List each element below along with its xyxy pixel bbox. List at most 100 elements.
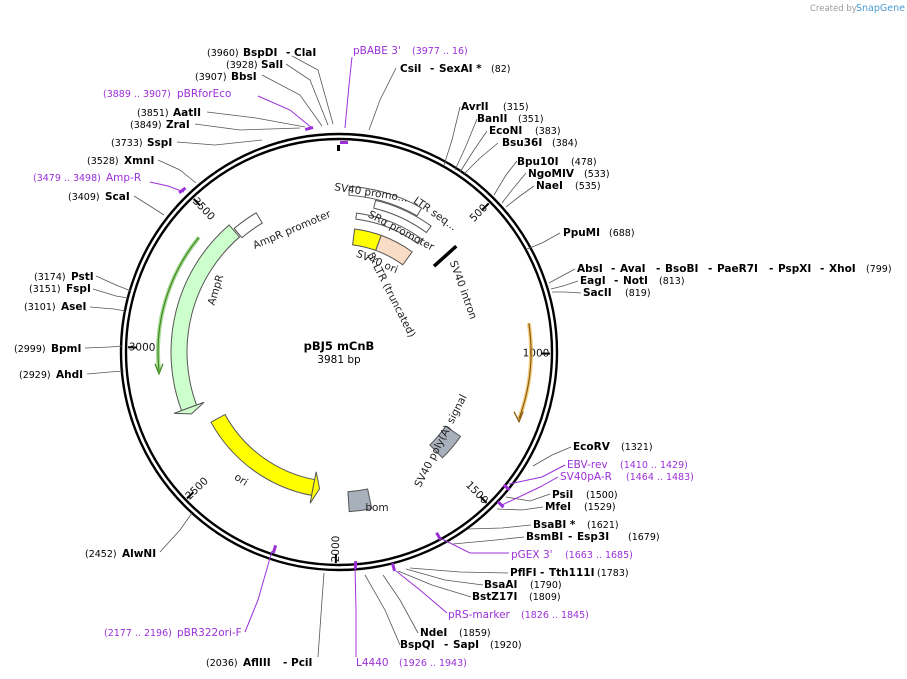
svg-text:-: -	[614, 275, 618, 287]
enzyme-name: ScaI	[105, 191, 130, 203]
svg-text:AvaI: AvaI	[620, 263, 646, 275]
svg-text:-: -	[286, 47, 290, 59]
svg-text:BsaAI: BsaAI	[484, 579, 517, 591]
svg-text:BsaBI *: BsaBI *	[533, 519, 576, 531]
tick-mark	[193, 198, 201, 207]
enzyme-name: PstI	[71, 271, 94, 283]
svg-text:EagI: EagI	[580, 275, 606, 287]
svg-text:-: -	[283, 657, 287, 669]
svg-text:-: -	[540, 567, 544, 579]
svg-text:-: -	[611, 263, 615, 275]
enzyme-name: BspDI	[243, 47, 277, 59]
orf-arc-line	[518, 323, 532, 419]
enzyme-name: SspI	[147, 137, 172, 149]
enzyme-pos: (3907)	[195, 72, 227, 83]
svg-text:(688): (688)	[609, 228, 635, 239]
tick-label: 1000	[523, 347, 550, 359]
svg-text:NdeI: NdeI	[420, 627, 447, 639]
svg-text:pBRforEco: pBRforEco	[177, 88, 231, 100]
tick-mark	[481, 202, 490, 211]
feature-bom	[347, 488, 373, 513]
svg-text:(533): (533)	[584, 169, 610, 180]
watermark-brand: SnapGene	[856, 3, 905, 14]
svg-text:Tth111I: Tth111I	[549, 567, 594, 579]
svg-text:EBV-rev: EBV-rev	[567, 459, 608, 471]
enzyme-pos: (82)	[491, 64, 511, 75]
feature-label: AmpR	[206, 273, 227, 307]
feature-label: ori	[232, 471, 250, 489]
svg-text:AbsI: AbsI	[577, 263, 603, 275]
watermark-prefix: Created by	[810, 4, 857, 14]
enzyme-name: AseI	[61, 301, 86, 313]
enzyme-pos: (3528)	[87, 156, 119, 167]
enzyme-pos: (3851)	[137, 108, 169, 119]
svg-text:XhoI: XhoI	[829, 263, 856, 275]
enzyme-pos: (2452)	[85, 549, 117, 560]
svg-text:(384): (384)	[552, 138, 578, 149]
svg-text:NotI: NotI	[623, 275, 648, 287]
svg-text:PaeR7I: PaeR7I	[717, 263, 758, 275]
tick-mark	[186, 491, 195, 500]
feature-sv40-polya	[429, 425, 462, 459]
svg-text:L4440: L4440	[356, 657, 389, 669]
svg-text:(1464 .. 1483): (1464 .. 1483)	[626, 472, 694, 483]
svg-text:(315): (315)	[503, 102, 529, 113]
enzyme-name: CsiI	[400, 63, 421, 75]
feature-5ltr	[375, 234, 413, 266]
svg-text:EcoRV: EcoRV	[573, 441, 611, 453]
primer-leaders	[149, 56, 566, 657]
svg-text:(1529): (1529)	[584, 502, 616, 513]
svg-text:-: -	[708, 263, 712, 275]
svg-text:Esp3I: Esp3I	[577, 531, 609, 543]
svg-text:(813): (813)	[659, 276, 685, 287]
svg-text:-: -	[769, 263, 773, 275]
feature-label: AmpR promoter	[251, 208, 333, 252]
svg-text:SacII: SacII	[583, 287, 612, 299]
tick-label: 3000	[129, 341, 156, 354]
enzyme-name: AhdI	[56, 369, 83, 381]
enzyme-name: ZraI	[166, 119, 190, 131]
feature-ampr-promoter	[233, 212, 264, 239]
svg-text:(1679): (1679)	[628, 532, 660, 543]
tick-label: 2000	[330, 536, 342, 563]
feature-ori	[210, 413, 316, 496]
svg-text:-: -	[820, 263, 824, 275]
enzyme-pos: (2036)	[206, 658, 238, 669]
svg-text:pBR322ori-F: pBR322ori-F	[177, 627, 242, 639]
svg-text:(1410 .. 1429): (1410 .. 1429)	[620, 460, 688, 471]
svg-text:-: -	[568, 531, 572, 543]
svg-text:(478): (478)	[571, 157, 597, 168]
svg-text:-: -	[430, 63, 434, 75]
svg-text:EcoNI: EcoNI	[489, 125, 522, 137]
feature-ori-head	[309, 471, 321, 504]
svg-text:(1790): (1790)	[530, 580, 562, 591]
feature-ltr-seq	[373, 199, 432, 234]
svg-text:pRS-marker: pRS-marker	[448, 609, 511, 621]
enzyme-name: AflIII	[243, 657, 271, 669]
svg-text:BanII: BanII	[477, 113, 507, 125]
feature-label: bom	[365, 502, 388, 514]
enzyme-pos: (3849)	[130, 120, 162, 131]
tick-mark	[479, 495, 488, 504]
svg-text:PflFI: PflFI	[510, 567, 537, 579]
feature-label: SV40 intron	[447, 259, 479, 321]
svg-text:(1809): (1809)	[529, 592, 561, 603]
enzyme-pos: (2929)	[19, 370, 51, 381]
svg-text:(819): (819)	[625, 288, 651, 299]
svg-text:BspQI: BspQI	[400, 639, 435, 651]
primer-name: pBABE 3'	[353, 45, 401, 57]
svg-text:(2177 .. 2196): (2177 .. 2196)	[104, 628, 172, 639]
orf-arrow-head	[513, 411, 524, 424]
svg-text:NaeI: NaeI	[536, 180, 563, 192]
backbone-outer	[119, 132, 559, 572]
feature-ampr	[170, 224, 241, 412]
enzyme-labels-left: (3960) BspDI - ClaI (3928) SalI (3907) B…	[14, 47, 316, 669]
orf-arc	[517, 322, 533, 420]
tick-label: 2500	[183, 475, 211, 502]
enzyme-name: XmnI	[124, 155, 154, 167]
enzyme-name: SalI	[261, 59, 283, 71]
enzyme-pos: (3928)	[226, 60, 258, 71]
feature-label: SV40 promo...	[333, 181, 408, 204]
orf-layer	[154, 236, 533, 424]
svg-text:(1321): (1321)	[621, 442, 653, 453]
